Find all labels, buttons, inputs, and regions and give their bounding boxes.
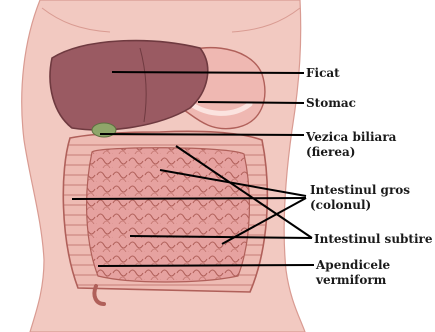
- label-ficat-line1: Ficat: [306, 66, 340, 81]
- label-intestinul-gros: Intestinul gros (colonul): [310, 183, 410, 213]
- label-vezica-line1: Vezica biliara: [306, 130, 396, 145]
- label-stomac: Stomac: [306, 96, 356, 111]
- leader-line-apendice: [98, 265, 314, 266]
- label-gros-line1: Intestinul gros: [310, 183, 410, 198]
- leader-line-ficat: [112, 72, 304, 73]
- label-stomac-line1: Stomac: [306, 96, 356, 111]
- label-subtire-line1: Intestinul subtire: [314, 232, 433, 247]
- label-apendicele: Apendicele vermiform: [316, 258, 390, 288]
- leader-line-stomac: [198, 102, 304, 103]
- label-vezica-biliara: Vezica biliara (fierea): [306, 130, 396, 160]
- label-intestinul-subtire: Intestinul subtire: [314, 232, 433, 247]
- leader-line-vezica: [100, 134, 304, 135]
- label-gros-line2: (colonul): [310, 198, 410, 213]
- label-vezica-line2: (fierea): [306, 145, 396, 160]
- label-ficat: Ficat: [306, 66, 340, 81]
- label-apendice-line1: Apendicele: [316, 258, 390, 273]
- small-intestine-shape: [87, 148, 250, 282]
- label-apendice-line2: vermiform: [316, 273, 390, 288]
- leader-line-gros-mid: [72, 198, 306, 199]
